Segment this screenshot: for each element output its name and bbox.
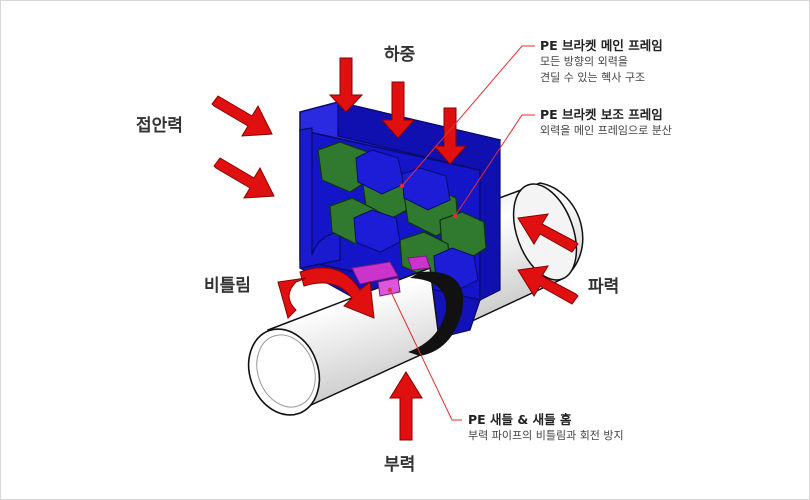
- load-arrows: [328, 57, 468, 165]
- wave-force-label: 파력: [588, 277, 620, 297]
- contact-force-label: 접안력: [136, 116, 183, 136]
- buoyancy-label: 부력: [384, 455, 416, 475]
- main-frame-title: PE 브라켓 메인 프레임: [540, 38, 663, 53]
- callout-lines: [387, 45, 535, 421]
- contact-force-arrows: [211, 95, 275, 199]
- sub-frame-callout: PE 브라켓 보조 프레임 외력을 메인 프레임으로 분산: [540, 107, 672, 139]
- saddle-desc: 부력 파이프의 비틀림과 회전 방지: [468, 429, 624, 442]
- wave-force-arrows: [517, 213, 579, 305]
- pipe-front-section: [247, 266, 464, 416]
- saddle-callout: PE 새들 & 새들 홈 부력 파이프의 비틀림과 회전 방지: [468, 412, 624, 444]
- main-frame-desc-1: 모든 방향의 외력을: [540, 55, 628, 68]
- buoyancy-arrow: [389, 371, 423, 441]
- main-frame-callout: PE 브라켓 메인 프레임 모든 방향의 외력을 견딜 수 있는 혝사 구조: [540, 38, 663, 86]
- sub-frame-desc: 외력을 메인 프레임으로 분산: [540, 124, 672, 137]
- twist-arrow: [277, 267, 375, 319]
- pe-bracket-sub-frame: [317, 141, 487, 291]
- main-frame-desc-2: 견딜 수 있는 혝사 구조: [540, 71, 646, 84]
- saddle-title: PE 새들 & 새들 홈: [468, 412, 572, 427]
- load-label: 하중: [384, 45, 416, 65]
- twist-label: 비틀림: [204, 276, 251, 296]
- sub-frame-title: PE 브라켓 보조 프레임: [540, 107, 663, 122]
- pe-saddle-and-groove: [351, 255, 431, 297]
